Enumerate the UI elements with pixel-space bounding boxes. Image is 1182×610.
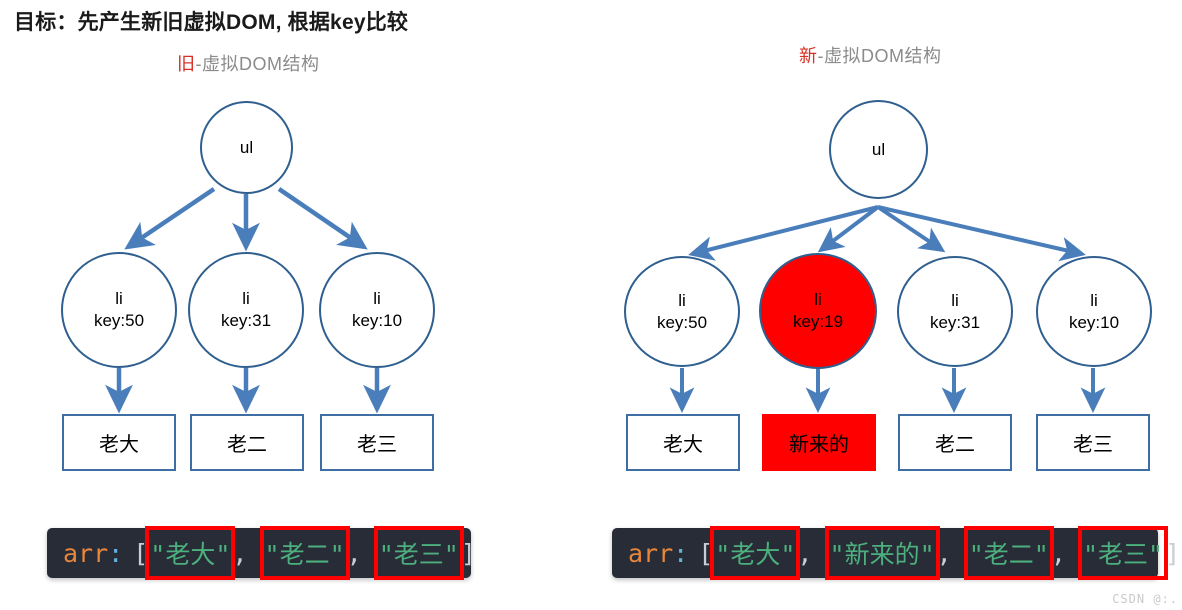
node-key: key:50: [656, 312, 708, 332]
node-tag: li: [678, 290, 686, 310]
right-leaf-box-4[interactable]: 老三: [1036, 414, 1150, 471]
code-string-highlight-4: "老三": [1077, 526, 1169, 580]
left-panel-caption: 旧-虚拟DOM结构: [177, 50, 320, 76]
code-string-highlight-3: "老二": [963, 526, 1054, 580]
left-leaf-box-2[interactable]: 老二: [190, 414, 304, 471]
code-comma: ,: [346, 538, 362, 568]
left-caption-accent: 旧: [177, 54, 196, 74]
code-variable: arr: [63, 538, 109, 568]
right-leaf-box-3[interactable]: 老二: [898, 414, 1012, 471]
code-string: "老三": [1082, 540, 1164, 569]
node-tag: li: [814, 290, 822, 310]
code-colon: :: [108, 538, 124, 568]
node-key: key:10: [351, 311, 403, 330]
code-comma: ,: [1050, 538, 1066, 568]
left-node-li-2[interactable]: li key:31: [188, 252, 304, 368]
code-bracket-open: [: [133, 538, 149, 568]
page-title: 目标：先产生新旧虚拟DOM, 根据key比较: [14, 11, 409, 34]
left-code-strip[interactable]: arr: ["老大", "老二", "老三"]: [47, 526, 476, 580]
node-tag: li: [242, 289, 250, 309]
code-bracket-open: [: [698, 538, 714, 568]
left-node-ul[interactable]: ul: [200, 101, 293, 194]
left-caption-rest: -虚拟DOM结构: [195, 54, 320, 74]
right-node-li-1[interactable]: li key:50: [624, 256, 740, 367]
right-caption-rest: -虚拟DOM结构: [817, 46, 942, 66]
node-tag: li: [951, 290, 959, 310]
watermark: CSDN @:.: [1112, 592, 1178, 606]
code-string-highlight-1: "老大": [710, 526, 801, 580]
right-leaf-box-1[interactable]: 老大: [626, 414, 740, 471]
right-code-strip[interactable]: arr: ["老大", "新来的", "老二", "老三"]: [612, 526, 1180, 580]
code-string-highlight-3: "老三": [373, 526, 464, 580]
code-string-highlight-2: "新来的": [824, 526, 940, 580]
code-string: "老三": [378, 540, 459, 569]
node-tag: ul: [871, 139, 886, 159]
node-tag: li: [373, 289, 381, 309]
code-string: "新来的": [829, 540, 935, 569]
right-node-li-4[interactable]: li key:10: [1036, 256, 1152, 367]
code-string: "老二": [968, 540, 1049, 569]
node-key: key:19: [792, 312, 844, 331]
left-node-li-1[interactable]: li key:50: [61, 252, 177, 368]
node-key: key:50: [93, 311, 145, 330]
node-tag: li: [1090, 290, 1098, 310]
code-string: "老大": [715, 540, 796, 569]
code-comma: ,: [936, 538, 952, 568]
right-node-ul[interactable]: ul: [829, 100, 928, 199]
left-node-li-3[interactable]: li key:10: [319, 252, 435, 368]
node-tag: ul: [239, 137, 254, 157]
code-bracket-close: ]: [1165, 538, 1181, 568]
code-string-highlight-2: "老二": [259, 526, 350, 580]
right-node-li-2-highlighted[interactable]: li key:19: [759, 253, 877, 369]
left-leaf-box-1[interactable]: 老大: [62, 414, 176, 471]
code-string: "老大": [150, 540, 231, 569]
right-leaf-box-2-highlighted[interactable]: 新来的: [762, 414, 876, 471]
code-string: "老二": [264, 540, 345, 569]
code-comma: ,: [797, 538, 813, 568]
right-caption-accent: 新: [799, 46, 818, 66]
right-panel-caption: 新-虚拟DOM结构: [799, 42, 942, 68]
node-key: key:31: [220, 311, 272, 330]
right-node-li-3[interactable]: li key:31: [897, 256, 1013, 367]
code-comma: ,: [232, 538, 248, 568]
code-colon: :: [673, 538, 689, 568]
node-key: key:31: [929, 312, 981, 332]
code-bracket-close: ]: [460, 538, 476, 568]
right-tree-edges: [669, 205, 1106, 413]
node-key: key:10: [1068, 312, 1120, 332]
code-string-highlight-1: "老大": [145, 526, 236, 580]
left-leaf-box-3[interactable]: 老三: [320, 414, 434, 471]
code-variable: arr: [628, 538, 674, 568]
node-tag: li: [115, 289, 123, 309]
